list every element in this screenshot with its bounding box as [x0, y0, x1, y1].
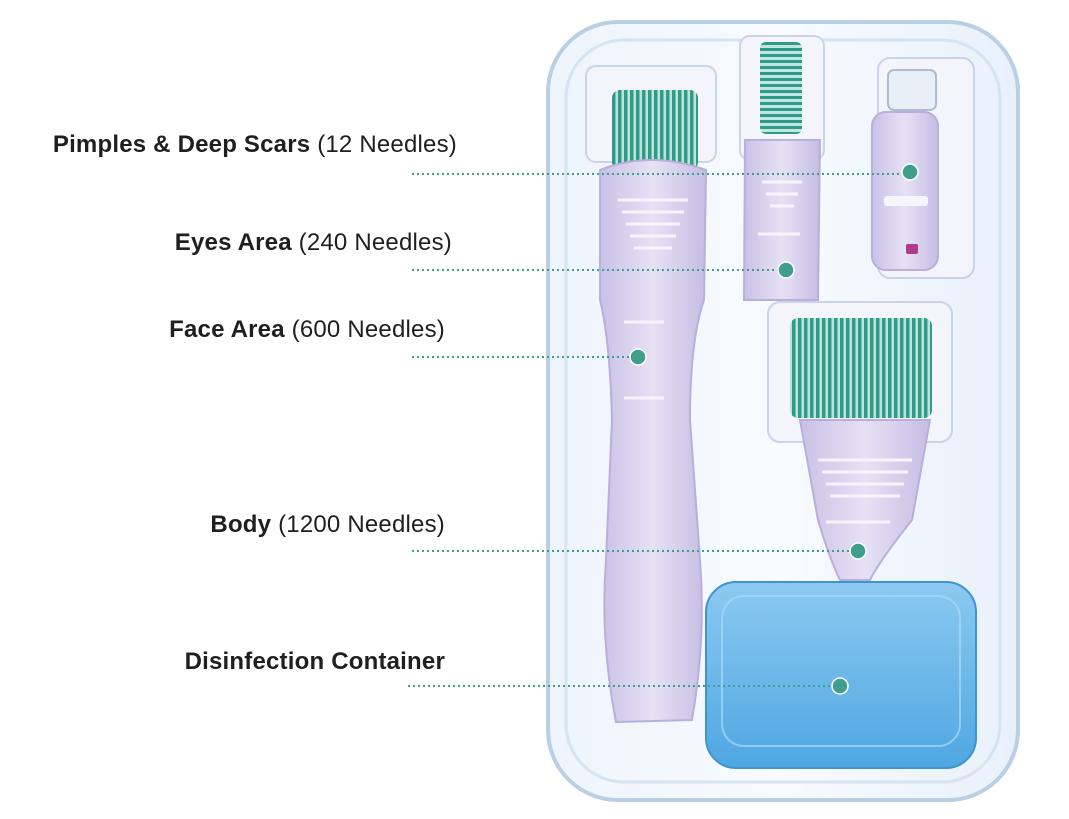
callout-name: Face Area [169, 316, 285, 343]
callout-spec: (1200 Needles) [278, 511, 445, 538]
callout-dot-face [629, 348, 647, 366]
derma-stamp [871, 57, 975, 279]
callout-spec: (240 Needles) [298, 229, 452, 256]
callout-label-face: Face Area (600 Needles) [169, 316, 445, 344]
callout-name: Eyes Area [174, 229, 292, 256]
face-roller [585, 65, 717, 724]
callout-label-body: Body (1200 Needles) [210, 511, 445, 539]
callout-dot-eyes [777, 261, 795, 279]
callout-dot-pimples [901, 163, 919, 181]
callout-name: Disinfection Container [184, 648, 445, 675]
callout-label-eyes: Eyes Area (240 Needles) [175, 229, 452, 257]
callout-name: Body [210, 511, 272, 538]
callout-name: Pimples & Deep Scars [52, 131, 311, 158]
callout-leaders [408, 173, 902, 687]
body-roller [767, 301, 953, 581]
callout-label-pimples: Pimples & Deep Scars (12 Needles) [53, 131, 457, 159]
disinfection-container [705, 581, 977, 769]
eyes-roller [739, 35, 825, 301]
callout-dot-container [831, 677, 849, 695]
callout-dot-body [849, 542, 867, 560]
callout-label-container: Disinfection Container [185, 648, 445, 676]
callout-spec: (12 Needles) [317, 131, 457, 158]
callout-spec: (600 Needles) [291, 316, 445, 343]
